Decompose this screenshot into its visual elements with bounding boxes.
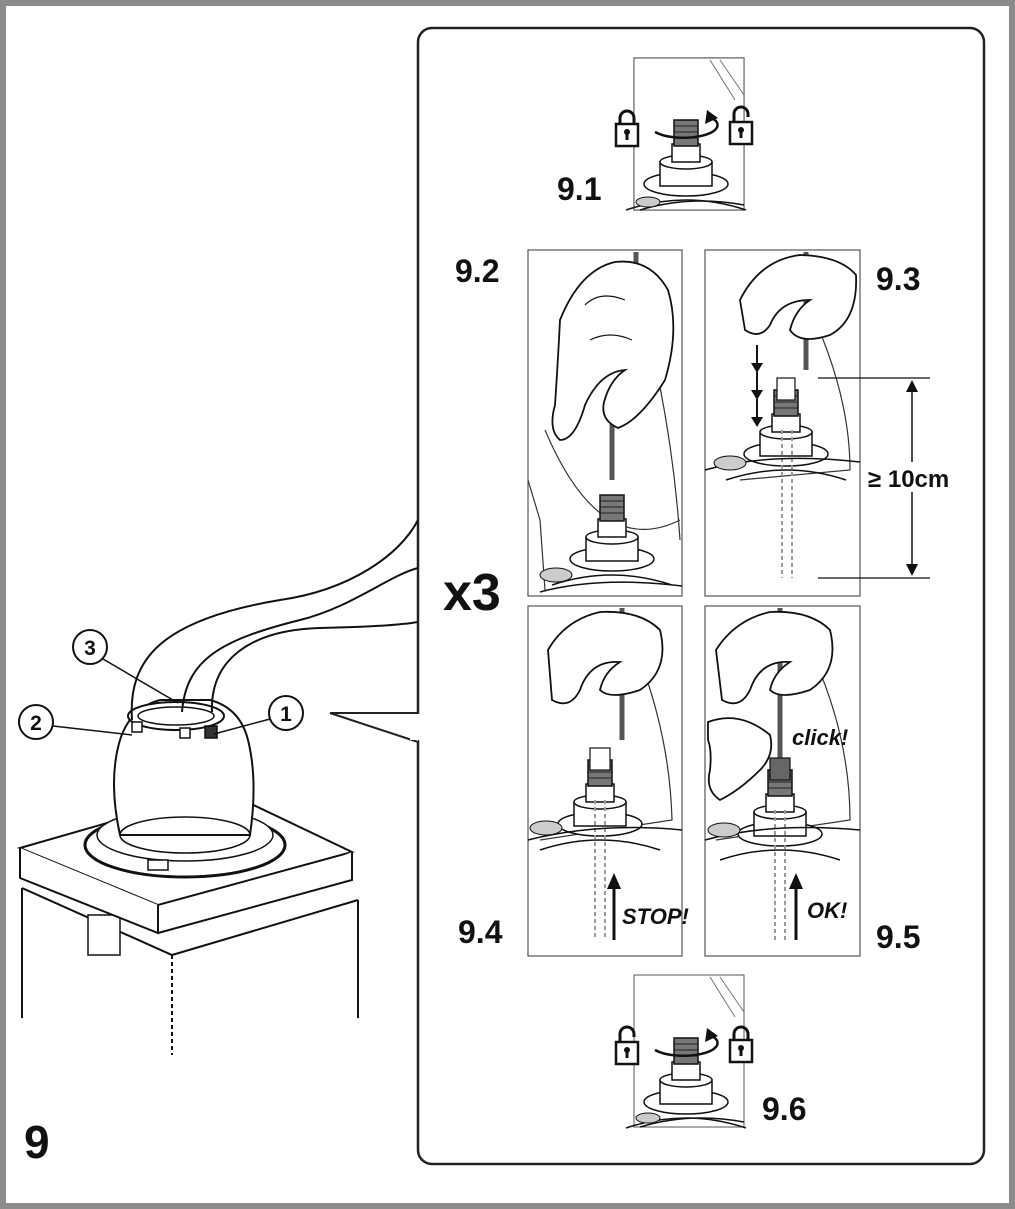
step-9-1: 9.1: [557, 57, 754, 211]
step-9-5: OK! click! 9.5: [704, 605, 920, 957]
hand-icon: [707, 717, 773, 802]
svg-text:1: 1: [280, 703, 292, 726]
callout-2: 2: [18, 704, 133, 740]
rotate-arrow-icon: [654, 116, 719, 140]
step-9-6: 9.6: [614, 974, 806, 1129]
step-9-2: 9.2: [455, 249, 683, 597]
step-9-3: ≥ 10cm 9.3: [704, 249, 964, 597]
arrow-up-icon: [607, 873, 621, 940]
callout-wedge: [329, 712, 419, 743]
svg-text:3: 3: [84, 637, 96, 660]
hand-icon: [715, 610, 834, 705]
multiplier-label: x3: [443, 564, 501, 622]
svg-text:9.5: 9.5: [876, 919, 920, 955]
click-label: click!: [792, 725, 848, 750]
callout-1: 1: [213, 695, 304, 735]
svg-text:9.6: 9.6: [762, 1091, 806, 1127]
hand-icon: [547, 610, 664, 705]
svg-text:9.1: 9.1: [557, 171, 601, 207]
arrow-up-icon: [789, 873, 803, 940]
svg-text:9.3: 9.3: [876, 261, 920, 297]
stop-label: STOP!: [622, 904, 689, 929]
svg-text:9.4: 9.4: [458, 914, 503, 950]
callout-3: 3: [72, 629, 179, 704]
figure-number: 9: [24, 1116, 50, 1168]
rotate-arrow-icon: [654, 1034, 719, 1058]
svg-text:9.2: 9.2: [455, 253, 499, 289]
arrow-down-icon: [751, 345, 763, 427]
hand-icon: [551, 260, 675, 441]
hand-icon: [739, 254, 857, 340]
ok-label: OK!: [807, 898, 847, 923]
distance-label: ≥ 10cm: [868, 466, 949, 493]
step-9-4: STOP! 9.4: [458, 605, 689, 957]
product-illustration: [16, 519, 419, 1055]
svg-text:2: 2: [30, 712, 42, 735]
